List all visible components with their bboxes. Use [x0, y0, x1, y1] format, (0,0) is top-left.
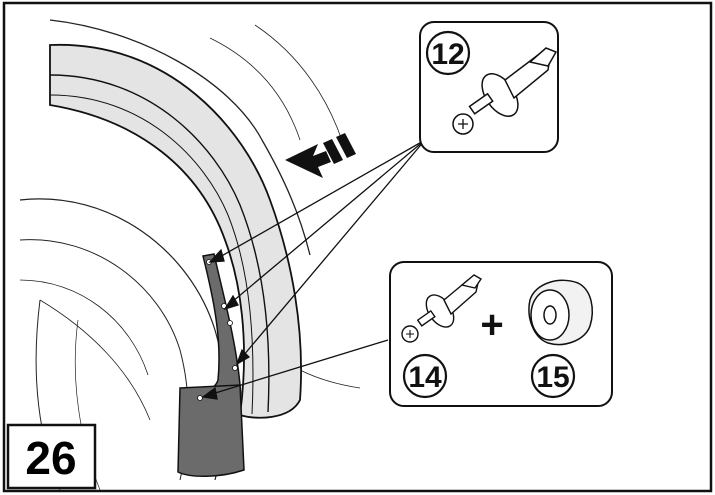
mud-flap	[177, 253, 245, 478]
mounting-hole	[227, 320, 233, 326]
callout-number-12: 12	[431, 38, 464, 71]
leader-lines-12	[208, 139, 426, 366]
leader-line-14	[201, 339, 389, 400]
callout-number-14: 14	[408, 361, 442, 394]
mounting-hole	[197, 395, 203, 401]
callout-number-15: 15	[536, 361, 569, 394]
wheel-arch-trim	[49, 44, 302, 419]
callout-badge-15	[530, 353, 576, 399]
callout-box-14-15: + 14 15	[389, 261, 613, 407]
direction-arrow-icon	[285, 133, 356, 178]
step-number-box: 26	[6, 423, 97, 490]
callout-badge-14	[402, 353, 448, 399]
spacer-15-icon	[528, 279, 593, 346]
step-number: 26	[25, 432, 76, 484]
callout-badge-12	[425, 30, 471, 76]
callout-box-12: 12	[419, 21, 559, 153]
push-rivet-icon	[452, 47, 558, 135]
rivet-14-icon	[401, 274, 482, 343]
plus-sign: +	[480, 303, 503, 347]
mounting-hole	[232, 365, 238, 371]
